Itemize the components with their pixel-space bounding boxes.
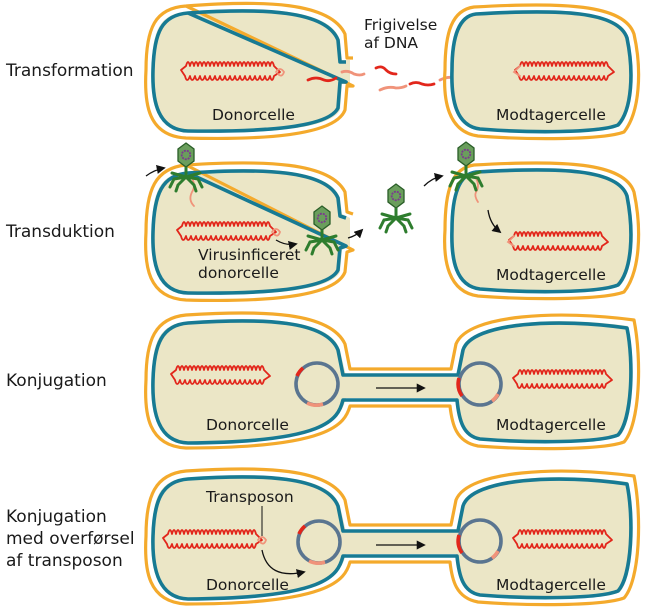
conjugating-cells: Transposon Donorcelle Modtagercelle [144, 467, 641, 607]
transposon [257, 536, 267, 545]
infected-donor-cell: Virusinficeret donorcelle [144, 141, 355, 303]
recipient-cell-label: Modtagercelle [496, 416, 606, 434]
infected-donor-label-line1: Virusinficeret [198, 246, 300, 264]
donor-cell-label: Donorcelle [206, 576, 289, 594]
plasmid-recipient [456, 361, 503, 407]
recipient-cell: Modtagercelle [443, 140, 641, 301]
row-label-line1: Konjugation [6, 507, 107, 527]
recipient-cell: Modtagercelle [443, 3, 641, 141]
transposon-label: Transposon [205, 488, 294, 506]
conjugating-cells: Donorcelle Modtagercelle [144, 311, 641, 451]
injected-dna [189, 177, 195, 207]
injected-dna [474, 177, 479, 203]
annotation-release-line1: Frigivelse [364, 16, 437, 34]
row-conjugation-transposon: Konjugation med overførsel af transposon [6, 467, 641, 607]
row-label-conjugation: Konjugation [6, 371, 107, 391]
recipient-cell-label: Modtagercelle [496, 106, 606, 124]
free-phage-icon [378, 182, 414, 234]
row-label-line3: af transposon [6, 551, 123, 571]
donor-cell: Donorcelle [144, 1, 355, 141]
row-transformation: Transformation Donorcelle Frigivelse af … [5, 1, 641, 141]
plasmid-donor [296, 519, 342, 565]
row-label-transduction: Transduktion [5, 222, 115, 242]
donor-cell-label: Donorcelle [206, 416, 289, 434]
row-conjugation: Konjugation Donorcelle Modtagercelle [6, 311, 641, 451]
recipient-cell-label: Modtagercelle [496, 266, 606, 284]
row-label-line2: med overførsel [6, 529, 135, 549]
donor-cell-label: Donorcelle [212, 106, 295, 124]
plasmid-donor [294, 361, 340, 407]
row-transduction: Transduktion Virusinficeret donorcelle [5, 140, 641, 303]
plasmid-recipient [456, 518, 503, 564]
annotation-release-line2: af DNA [364, 34, 418, 52]
recipient-cell-label: Modtagercelle [496, 576, 606, 594]
row-label-transformation: Transformation [5, 61, 134, 81]
infected-donor-label-line2: donorcelle [198, 264, 279, 282]
